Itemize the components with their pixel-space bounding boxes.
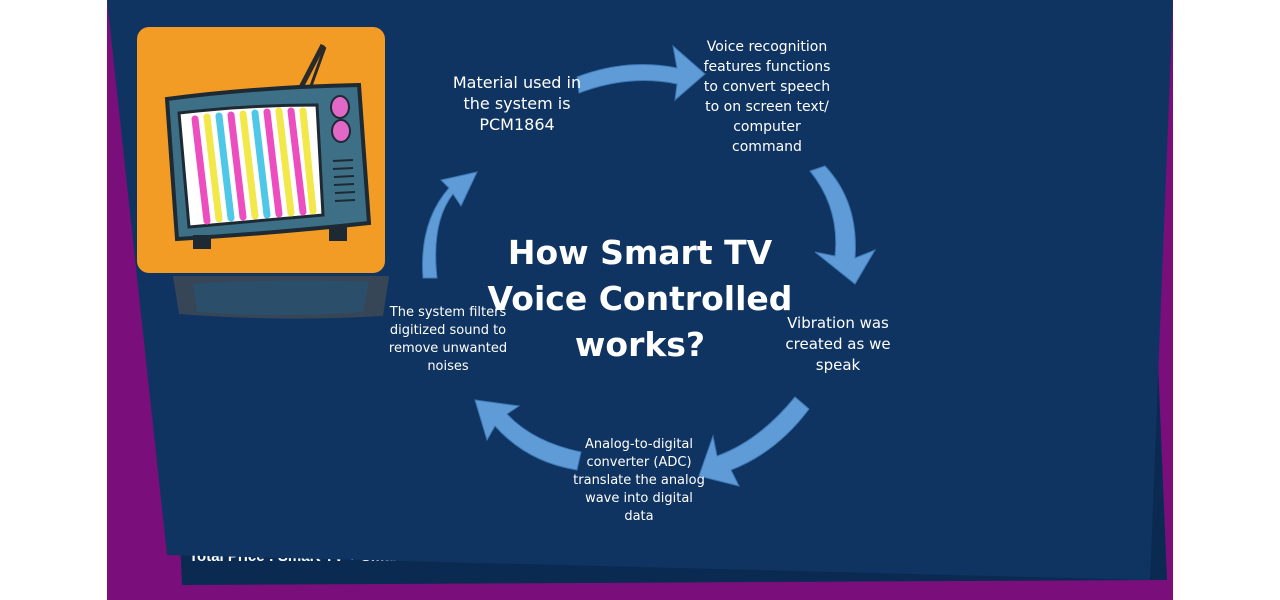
- diagram-title: How Smart TV Voice Controlled works?: [487, 233, 793, 364]
- step-filtering: The system filters digitized sound to re…: [388, 305, 508, 374]
- cycle-arrow-icon: [698, 396, 810, 487]
- step-vibration: Vibration was created as we speak: [785, 314, 891, 374]
- cycle-arrow-icon: [422, 171, 478, 279]
- step-adc: Analog-to-digital converter (ADC) transl…: [573, 437, 705, 524]
- step-material: Material used in the system is PCM1864: [452, 73, 582, 134]
- video-frame: Total Price : Smart TV + Smart: [107, 0, 1173, 600]
- television-reflection-icon: [173, 276, 389, 319]
- cycle-arrow-icon: [576, 44, 706, 102]
- step-voice-recognition: Voice recognition features functions to …: [703, 39, 831, 155]
- cycle-arrow-icon: [474, 399, 582, 471]
- television-icon: [137, 27, 385, 273]
- cycle-arrow-icon: [809, 165, 877, 285]
